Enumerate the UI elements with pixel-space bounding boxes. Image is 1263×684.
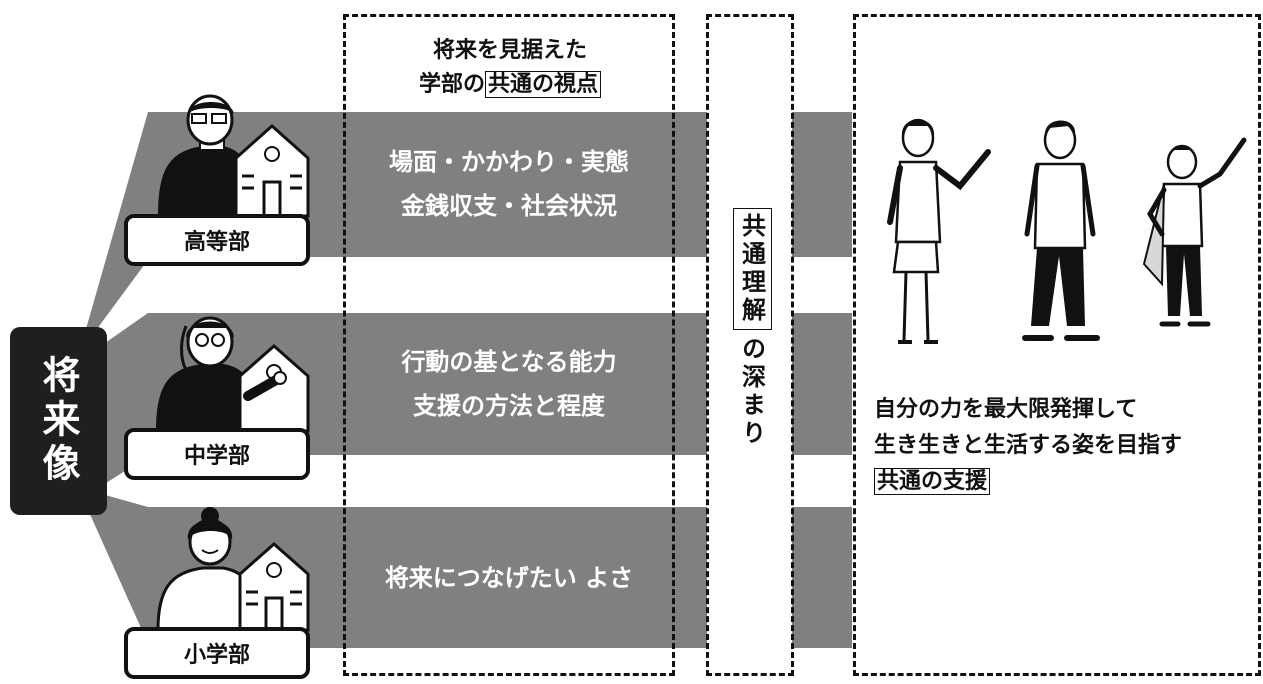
man-standing-icon: [1022, 120, 1100, 341]
teacher-elementary-icon: [156, 507, 310, 632]
division-high-label: 高等部: [124, 214, 310, 266]
future-vision-label: 将来像: [36, 355, 80, 487]
band-elementary-text: 将来につなげたい よさ: [348, 556, 670, 600]
goal-boxed: 共通の支援: [874, 468, 991, 495]
common-view-title-line1: 将来を見据えた: [432, 38, 587, 63]
goal-line2: 生き生きと生活する姿を目指す: [874, 433, 1183, 458]
common-view-frame: [343, 14, 675, 676]
woman-pointing-icon: [887, 118, 991, 344]
band-high-right: [792, 112, 852, 257]
division-elementary-label: 小学部: [124, 627, 310, 679]
goal-line3: 共通の支援: [874, 464, 1254, 500]
goal-frame: [853, 14, 1261, 676]
band-middle-line1: 行動の基となる能力: [401, 348, 617, 376]
future-vision-box: 将来像: [10, 327, 107, 515]
band-middle-line2: 支援の方法と程度: [413, 392, 605, 420]
band-high-line1: 場面・かかわり・実態: [389, 148, 629, 176]
understanding-column: 共通理解 の深まり: [722, 208, 782, 448]
goal-line1: 自分の力を最大限発揮して: [874, 397, 1138, 422]
teacher-high-icon: [158, 94, 310, 218]
girl-pointing-icon: [1142, 137, 1247, 327]
common-view-title-line2: 学部の共通の視点: [350, 68, 670, 102]
common-view-title: 将来を見据えた 学部の共通の視点: [350, 34, 670, 102]
band-high-line2: 金銭収支・社会状況: [401, 192, 617, 220]
band-elementary-right: [792, 507, 852, 648]
band-high-mid: [345, 112, 707, 257]
common-view-title-prefix: 学部の: [418, 72, 485, 97]
goal-text: 自分の力を最大限発揮して 生き生きと生活する姿を目指す 共通の支援: [874, 392, 1254, 500]
teacher-middle-icon: [156, 316, 310, 433]
common-view-title-boxed: 共通の視点: [485, 71, 602, 98]
division-middle-label: 中学部: [124, 428, 310, 480]
understanding-frame: [706, 14, 794, 676]
band-elementary-line1: 将来につなげたい よさ: [384, 564, 634, 592]
band-elementary-mid: [345, 507, 707, 648]
band-middle-mid: [345, 313, 707, 455]
understanding-boxed: 共通理解: [732, 208, 772, 330]
band-middle-right: [792, 313, 852, 455]
band-high-text: 場面・かかわり・実態 金銭収支・社会状況: [348, 140, 670, 228]
band-middle-text: 行動の基となる能力 支援の方法と程度: [348, 340, 670, 428]
understanding-rest: の深まり: [737, 336, 766, 448]
